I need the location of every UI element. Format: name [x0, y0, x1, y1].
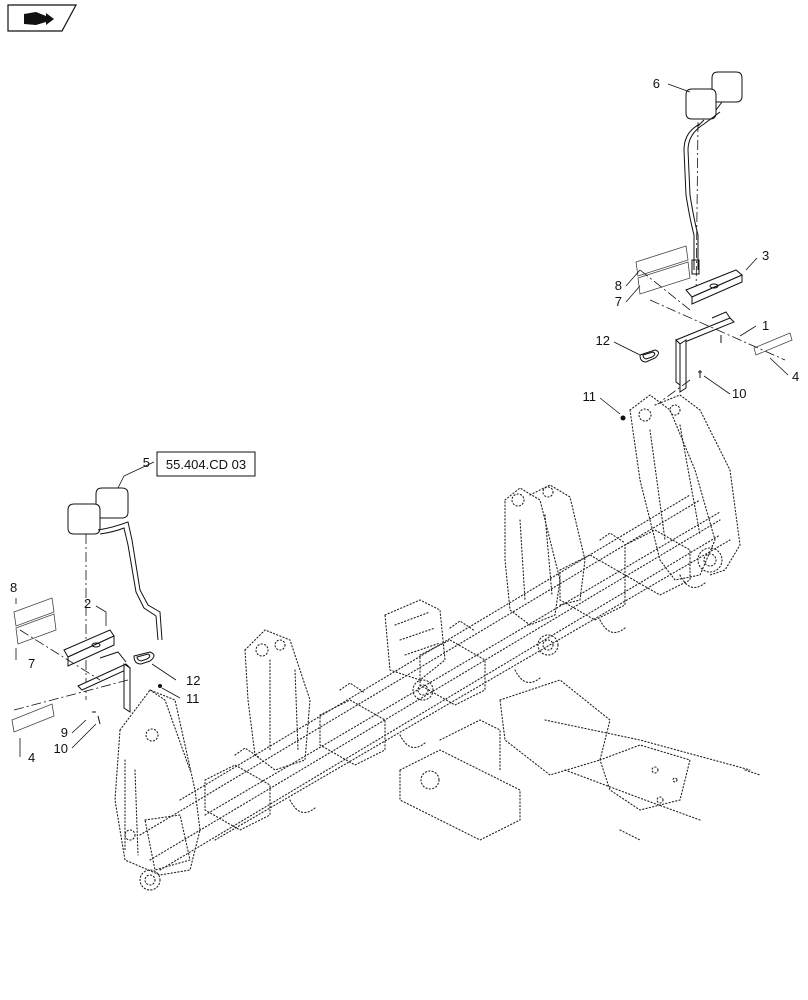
callout-11-right: 11	[583, 389, 597, 404]
callout-labels: 6 3 1 8 7 12 4 10 11 5 8 7 2 12 11 9 10 …	[10, 76, 799, 765]
callout-8-left: 8	[10, 580, 17, 595]
callout-6: 6	[653, 76, 660, 91]
callout-2: 2	[84, 596, 91, 611]
reference-link[interactable]: 55.404.CD 03	[156, 451, 256, 477]
callout-4-right: 4	[792, 369, 799, 384]
right-lamp-assembly	[620, 71, 793, 421]
callout-9: 9	[61, 725, 68, 740]
callout-4-left: 4	[28, 750, 35, 765]
callout-10-left: 10	[54, 741, 68, 756]
reference-text: 55.404.CD 03	[166, 457, 246, 472]
callout-7-left: 7	[28, 656, 35, 671]
callout-11-left: 11	[186, 691, 200, 706]
callout-12-left: 12	[186, 673, 200, 688]
book-arrow-icon[interactable]	[7, 4, 78, 32]
left-lamp-assembly	[11, 487, 163, 733]
callout-1: 1	[762, 318, 769, 333]
leader-lines	[15, 83, 789, 757]
callout-3: 3	[762, 248, 769, 263]
callout-5: 5	[143, 455, 150, 470]
callout-12-right: 12	[596, 333, 610, 348]
toolbar-frame	[114, 394, 761, 891]
callout-10-right: 10	[732, 386, 746, 401]
callout-8-right: 8	[615, 278, 622, 293]
callout-7-right: 7	[615, 294, 622, 309]
